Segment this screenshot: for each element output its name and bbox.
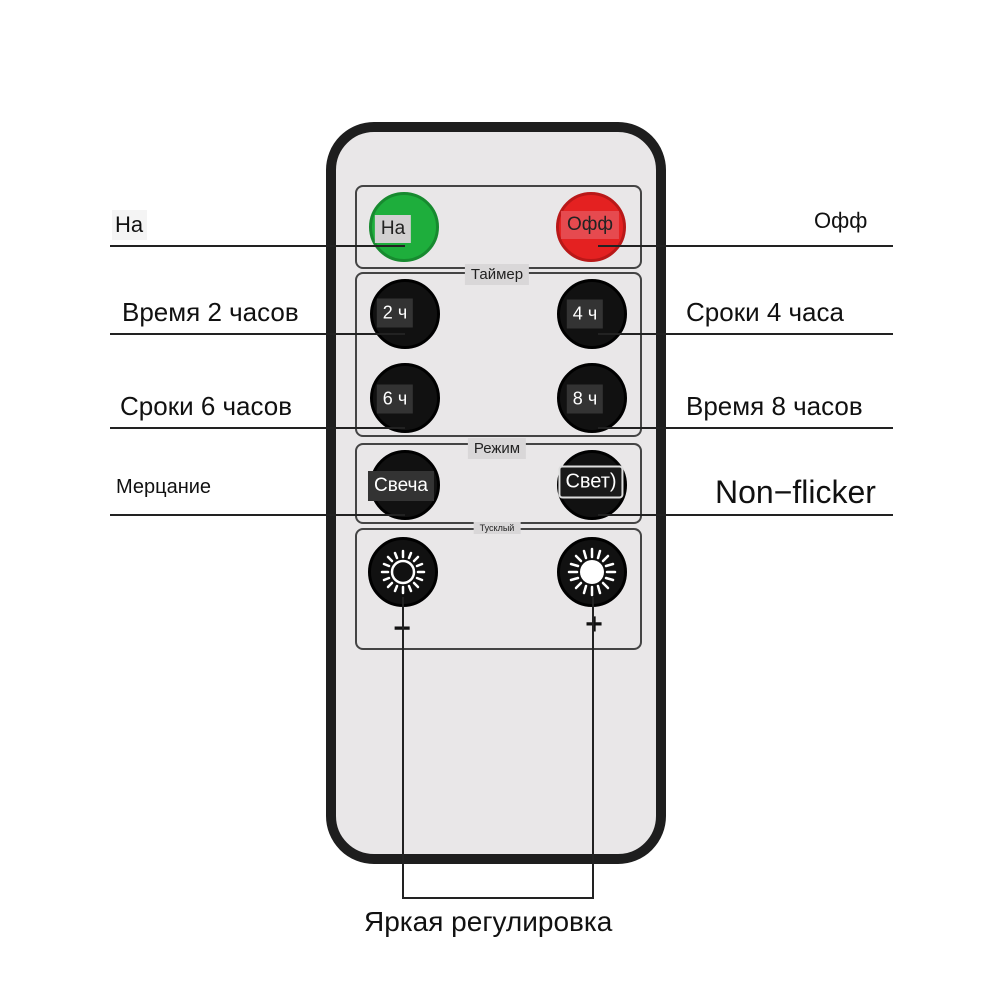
- flicker-label: Мерцание: [112, 474, 216, 501]
- off-button-label: Офф: [560, 211, 620, 239]
- timer-6h-label: 6 ч: [376, 384, 414, 414]
- term4-callout-line: [598, 333, 893, 335]
- sun-filled-icon: [567, 547, 617, 597]
- plus-sign: +: [585, 608, 603, 641]
- brightness-right-line: [592, 597, 594, 897]
- term6-label: Сроки 6 часов: [116, 389, 297, 424]
- flicker-callout-line: [110, 514, 405, 516]
- time8-callout-line: [598, 427, 893, 429]
- light-mode-label: Свет): [558, 465, 624, 499]
- mode-group-label: Режим: [467, 438, 527, 459]
- light-mode-button[interactable]: [557, 450, 627, 520]
- on-button-label: На: [374, 215, 412, 243]
- sun-outline-icon: [380, 549, 426, 595]
- timer-4h-label: 4 ч: [566, 299, 604, 329]
- candle-mode-label: Свеча: [367, 471, 435, 501]
- on-callout-line: [110, 245, 405, 247]
- nonflicker-callout-line: [598, 514, 893, 516]
- on-label: На: [112, 210, 148, 240]
- time2-label: Время 2 часов: [118, 295, 303, 330]
- off-label: Офф: [810, 206, 872, 236]
- brightness-label: Яркая регулировка: [358, 904, 619, 940]
- brightness-left-line: [402, 597, 404, 897]
- timer-8h-label: 8 ч: [566, 384, 604, 414]
- dim-down-button[interactable]: [368, 537, 438, 607]
- time2-callout-line: [110, 333, 405, 335]
- term6-callout-line: [110, 427, 405, 429]
- dim-group-label: Тусклый: [473, 522, 521, 534]
- timer-2h-label: 2 ч: [376, 298, 414, 328]
- off-callout-line: [598, 245, 893, 247]
- nonflicker-label: Non−flicker: [711, 474, 880, 511]
- term4-label: Сроки 4 часа: [682, 295, 848, 330]
- timer-group-label: Таймер: [464, 264, 530, 285]
- time8-label: Время 8 часов: [682, 389, 867, 424]
- brightness-bottom-line: [402, 897, 594, 899]
